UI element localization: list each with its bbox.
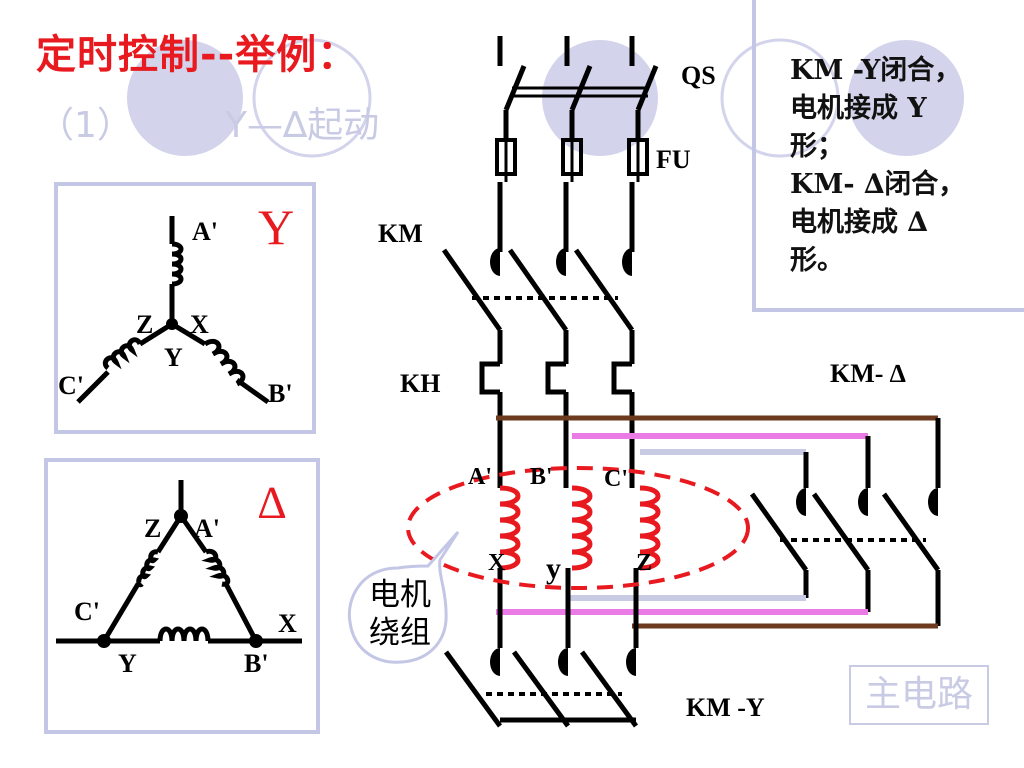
- star-label-x: X: [190, 310, 209, 339]
- winding-b: [571, 485, 593, 571]
- delta-node-right: [249, 634, 263, 648]
- label-kh: KH: [400, 369, 440, 398]
- decor-circle-1: [127, 40, 243, 156]
- delta-frame: [44, 458, 320, 734]
- note-line: 电机接成 ∆: [790, 207, 928, 238]
- label-x: X: [488, 550, 506, 576]
- label-b: B': [530, 464, 553, 490]
- label-qs: QS: [681, 61, 716, 90]
- delta-diagram: ∆ Z A' C' X Y B': [44, 458, 320, 734]
- kh-element-2: [545, 361, 566, 395]
- star-diagram: Y A' Z X Y C' B': [54, 182, 316, 434]
- delta-bus: [496, 415, 941, 488]
- subtitle-prefix: （1）: [38, 105, 133, 146]
- km-switch: [441, 248, 635, 488]
- delta-return-bus: [496, 595, 938, 629]
- kh-element-1: [479, 361, 500, 395]
- delta-label-a: A': [194, 514, 220, 543]
- label-km-y: KM -Y: [686, 693, 765, 722]
- subtitle-suffix: Y—∆起动: [225, 105, 380, 146]
- note-line: KM- ∆闭合，: [790, 169, 966, 200]
- delta-symbol: ∆: [258, 477, 286, 528]
- km-contacts: [490, 248, 632, 276]
- star-frame: [54, 182, 316, 434]
- main-circuit-caption: 主电路: [849, 665, 989, 725]
- label-km: KM: [378, 219, 423, 248]
- note-frame: [752, 0, 1024, 312]
- motor-windings: [499, 485, 661, 571]
- delta-coil-left: [136, 549, 160, 588]
- note-text: KM -Y闭合， 电机接成 Y 形； KM- ∆闭合， 电机接成 ∆ 形。: [790, 52, 1010, 280]
- delta-node-left: [97, 634, 111, 648]
- decor-circle-5: [848, 40, 964, 156]
- label-km-delta: KM- ∆: [830, 359, 906, 388]
- note-line: KM -Y闭合，: [790, 55, 962, 86]
- delta-label-z: Z: [144, 514, 161, 543]
- winding-a: [499, 485, 521, 571]
- label-fu: FU: [656, 145, 691, 174]
- label-z: Z: [636, 550, 652, 576]
- delta-label-c: C': [74, 597, 100, 626]
- star-label-b: B': [268, 379, 293, 408]
- winding-c: [639, 485, 661, 571]
- slide-title: 定时控制--举例：: [36, 32, 359, 78]
- delta-label-x: X: [278, 609, 297, 638]
- delta-coil-right: [201, 548, 231, 587]
- note-line: 电机接成 Y: [790, 93, 927, 124]
- star-coil-a: [171, 241, 184, 287]
- km-delta-switch: [749, 492, 941, 626]
- km-y-contacts: [490, 648, 636, 676]
- delta-label-b: B': [244, 649, 269, 678]
- star-symbol: Y: [258, 199, 294, 255]
- delta-label-y: Y: [118, 649, 137, 678]
- decor-circle-4: [720, 38, 840, 158]
- delta-coil-bottom: [157, 626, 211, 642]
- note-line: 形。: [790, 245, 844, 276]
- star-coil-b: [203, 338, 246, 387]
- star-label-a: A': [192, 217, 218, 246]
- winding-callout-bubble: [347, 531, 460, 664]
- km-delta-contacts: [796, 488, 938, 516]
- label-y: y: [546, 552, 561, 585]
- star-coil-c: [102, 337, 143, 370]
- winding-ellipse: [406, 466, 750, 590]
- main-circuit: [495, 36, 659, 252]
- km-y-switch: [443, 650, 639, 728]
- decor-circle-2: [252, 38, 372, 158]
- star-label-z: Z: [136, 310, 153, 339]
- callout-line: 绕组: [369, 615, 431, 651]
- star-label-c: C': [58, 371, 84, 400]
- note-line: 形；: [790, 131, 844, 162]
- winding-callout-text: 电机 绕组: [360, 576, 440, 652]
- star-label-y: Y: [164, 343, 183, 372]
- kh-element-3: [611, 361, 632, 395]
- label-a: A': [468, 464, 492, 490]
- callout-line: 电机: [369, 577, 431, 613]
- circuit-labels: QS FU KM KH KM- ∆ KM -Y A' B' C' X y Z: [378, 61, 906, 722]
- label-c: C': [604, 466, 628, 492]
